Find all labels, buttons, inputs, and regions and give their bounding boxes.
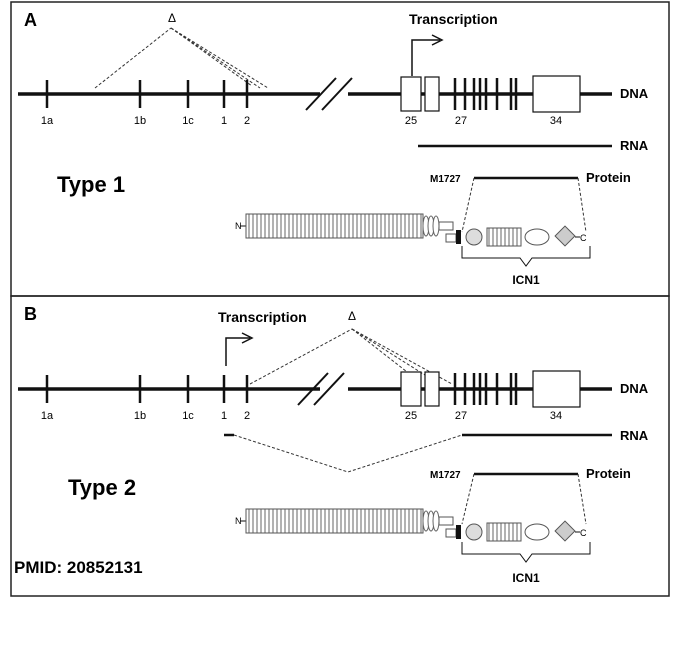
panel-a-pest-domain	[554, 225, 576, 247]
panel-b-exon-25-box	[400, 371, 422, 407]
panel-a-exon-25-box	[400, 76, 422, 112]
panel-b-methionine-label: M1727	[430, 470, 461, 481]
pmid-label: PMID: 20852131	[14, 558, 143, 577]
panel-a-exon-label-27: 27	[455, 115, 467, 127]
panel-b-exon-label-25: 25	[405, 410, 417, 422]
panel-b-transcription-arrow	[225, 337, 250, 366]
panel-a-exon-label-2: 2	[244, 115, 250, 127]
panel-b-exon-label-34: 34	[550, 410, 562, 422]
panel-a-type-label: Type 1	[57, 172, 125, 197]
panel-a-exon-label-1: 1	[221, 115, 227, 127]
panel-b-dna-label: DNA	[620, 381, 649, 396]
panel-b-exon-label-2: 2	[244, 410, 250, 422]
panel-b-c-terminus: C	[580, 528, 587, 538]
panel-b-letter: B	[24, 304, 37, 324]
panel-a-n-terminus: N	[235, 221, 242, 231]
panel-b-exon-label-1a: 1a	[41, 410, 54, 422]
panel-a-exon-label-34: 34	[550, 115, 562, 127]
panel-a-transcription-label: Transcription	[409, 11, 498, 27]
panel-a-exon-label-1c: 1c	[182, 115, 194, 127]
panel-a-transcription-arrow	[411, 39, 440, 76]
panel-a-ram-domain	[465, 228, 483, 246]
panel-b-frame	[10, 295, 670, 597]
panel-a-deletion-symbol: Δ	[168, 11, 176, 25]
panel-b-n-terminus: N	[235, 516, 242, 526]
panel-b-egf-repeats	[245, 508, 424, 534]
panel-b-type-label: Type 2	[68, 475, 136, 500]
panel-b-exon-label-27: 27	[455, 410, 467, 422]
panel-a-exon-label-1a: 1a	[41, 115, 54, 127]
panel-b-exon-label-1b: 1b	[134, 410, 146, 422]
panel-a-exon-label-1b: 1b	[134, 115, 146, 127]
panel-b-exon-label-1c: 1c	[182, 410, 194, 422]
panel-b-transcription-label: Transcription	[218, 309, 307, 325]
panel-b-deletion-lines	[249, 328, 453, 385]
panel-a-ankyrin-repeats	[486, 227, 522, 247]
panel-b-exon-label-1: 1	[221, 410, 227, 422]
panel-a-transmembrane	[456, 230, 461, 244]
panel-a-tad-domain	[524, 228, 550, 246]
panel-a-egf-repeats	[245, 213, 424, 239]
panel-b-protein-label: Protein	[586, 466, 631, 481]
panel-a-dna-label: DNA	[620, 86, 649, 101]
panel-b-tad-domain	[524, 523, 550, 541]
panel-a: A Δ Transcription	[18, 10, 649, 287]
panel-a-icn1-bracket	[461, 246, 591, 267]
panel-a-methionine-label: M1727	[430, 174, 461, 185]
panel-b-rna-splice	[233, 434, 463, 473]
panel-a-frame	[10, 1, 670, 297]
panel-a-letter: A	[24, 10, 37, 30]
panel-b-transmembrane	[456, 525, 461, 539]
panel-a-rna-label: RNA	[620, 138, 649, 153]
panel-b: B Transcription Δ	[18, 304, 649, 585]
panel-b-ankyrin-repeats	[486, 522, 522, 542]
panel-a-exon-ticks	[45, 78, 518, 110]
panel-b-exon-34-box	[532, 370, 581, 408]
panel-a-c-terminus: C	[580, 233, 587, 243]
panel-a-exon-label-25: 25	[405, 115, 417, 127]
panel-a-icn1-label: ICN1	[512, 273, 540, 287]
panel-b-ram-domain	[465, 523, 483, 541]
panel-a-exon-34-box	[532, 75, 581, 113]
panel-b-icn1-bracket	[461, 542, 591, 563]
panel-b-break-mark	[297, 372, 329, 406]
panel-b-deletion-symbol: Δ	[348, 309, 356, 323]
panel-a-break-mark	[305, 77, 337, 111]
panel-a-protein-label: Protein	[586, 170, 631, 185]
panel-a-deletion-lines	[94, 27, 269, 89]
panel-b-pest-domain	[554, 520, 576, 542]
panel-b-exon-ticks	[45, 373, 518, 405]
panel-b-icn1-label: ICN1	[512, 571, 540, 585]
panel-b-rna-label: RNA	[620, 428, 649, 443]
